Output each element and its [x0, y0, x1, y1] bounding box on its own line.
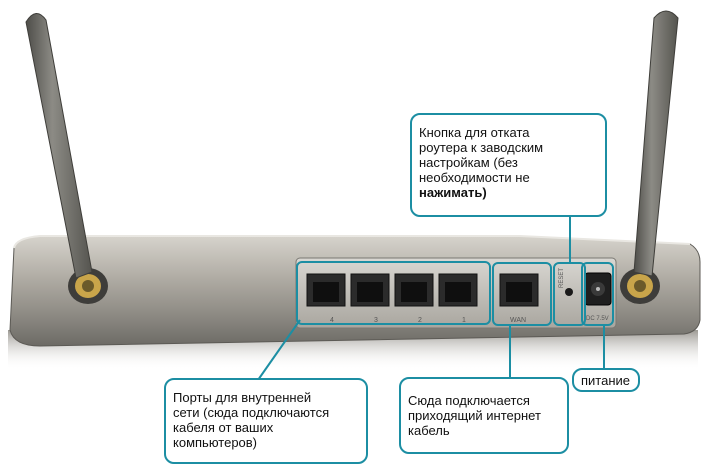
lan-ports-highlight	[296, 261, 491, 325]
reset-hole	[565, 288, 573, 296]
reset-callout-line: Кнопка для отката	[419, 125, 530, 140]
reset-callout-line: нажимать)	[419, 185, 487, 200]
wan-label: WAN	[510, 317, 526, 324]
wan-callout-line: кабель	[408, 423, 450, 438]
lan-ports	[306, 273, 478, 307]
reset-callout-line: необходимости не	[419, 170, 530, 185]
antenna-mount-right	[620, 268, 660, 304]
reset-callout-line: настройкам (без	[419, 155, 518, 170]
reset-label: RESET	[559, 268, 565, 288]
wan-callout: Сюда подключается приходящий интернет ка…	[399, 377, 569, 454]
lan-callout-line: сети (сюда подключаются	[173, 405, 330, 420]
wan-port	[499, 273, 539, 307]
antenna-left	[25, 13, 93, 279]
lan-callout-line: компьютеров)	[173, 435, 258, 450]
callout-connectors	[257, 217, 605, 381]
power-callout: питание	[572, 368, 640, 392]
power-label: DC 7.5V	[586, 316, 609, 322]
port-label-4: 4	[330, 317, 334, 324]
lan-callout-line: кабеля от ваших	[173, 420, 274, 435]
antenna-right	[633, 10, 679, 277]
port-label-3: 3	[374, 317, 378, 324]
wan-port-highlight	[492, 262, 552, 326]
reset-callout-line: роутера к заводским	[419, 140, 544, 155]
wan-callout-line: Сюда подключается	[408, 393, 530, 408]
power-jack-highlight	[581, 262, 614, 326]
reset-callout: Кнопка для отката роутера к заводским на…	[410, 113, 607, 217]
lan-callout: Порты для внутренней сети (сюда подключа…	[164, 378, 368, 464]
port-label-2: 2	[418, 317, 422, 324]
wan-callout-line: приходящий интернет	[408, 408, 541, 423]
router-top-edge	[13, 235, 691, 249]
lan-callout-line: Порты для внутренней	[173, 390, 312, 405]
reset-button-highlight	[553, 262, 586, 326]
port-label-1: 1	[462, 317, 466, 324]
power-callout-line: питание	[581, 373, 631, 388]
